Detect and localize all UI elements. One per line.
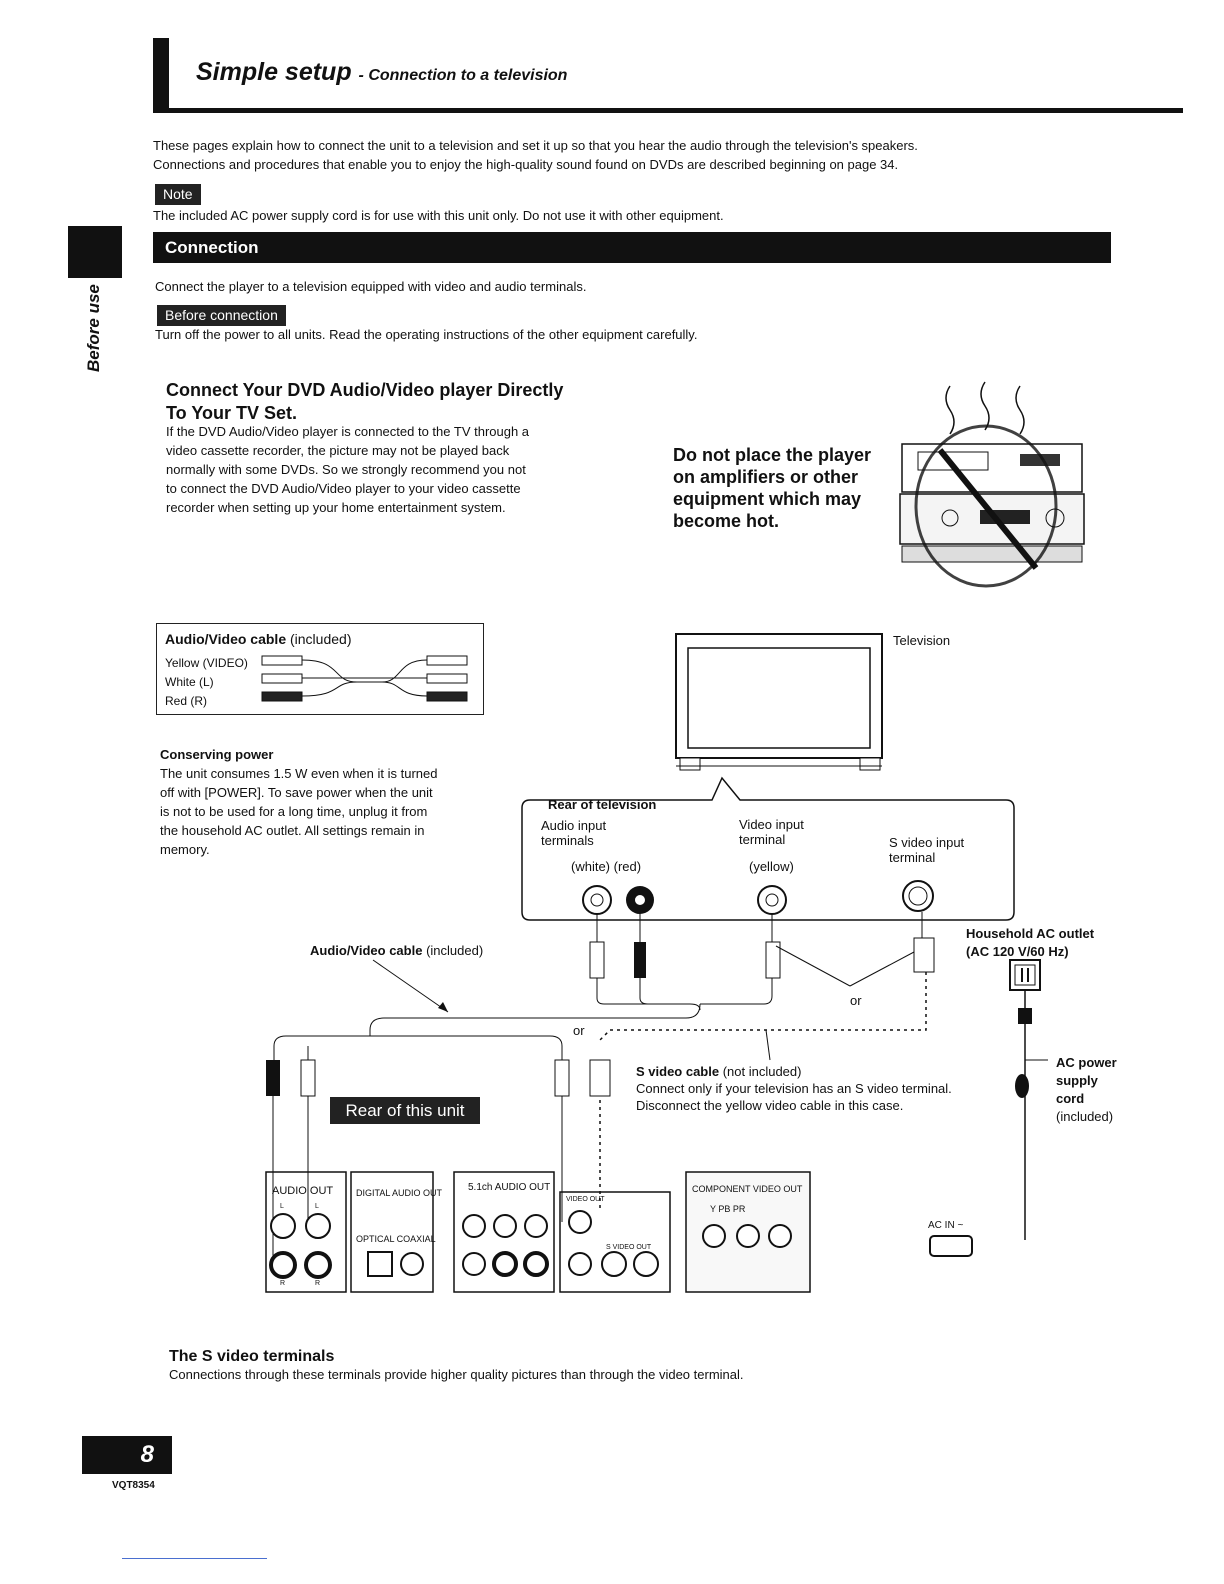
panel-ypbpr: Y PB PR [710, 1204, 746, 1214]
or-label-2: or [573, 1023, 585, 1038]
heat-warning-line: on amplifiers or other [673, 467, 859, 487]
av-cable-legend-title-bold: Audio/Video cable [165, 631, 287, 647]
note-text: The included AC power supply cord is for… [153, 208, 724, 223]
television-label: Television [893, 633, 951, 648]
panel-51ch: 5.1ch AUDIO OUT [468, 1182, 551, 1193]
panel-l-1: L [280, 1203, 284, 1210]
direct-body-line: If the DVD Audio/Video player is connect… [166, 424, 530, 439]
ac-power-line: AC power [1056, 1055, 1117, 1070]
video-input-line: terminal [739, 832, 786, 847]
side-block [68, 226, 122, 278]
before-connection-tag: Before connection [157, 305, 286, 326]
audio-input-label: Audio input terminals [541, 818, 606, 848]
conserving-line: is not to be used for a long time, unplu… [160, 804, 428, 819]
av-cable-drawing [261, 655, 468, 702]
svideo-note-2: Disconnect the yellow video cable in thi… [636, 1098, 904, 1113]
intro-line-2: Connections and procedures that enable y… [153, 157, 899, 172]
bottom-line [122, 1558, 267, 1559]
conserving-line: the household AC outlet. All settings re… [160, 823, 425, 838]
page-number: 8 [82, 1436, 172, 1474]
conserving-body: The unit consumes 1.5 W even when it is … [160, 764, 490, 859]
panel-acin: AC IN ~ [928, 1220, 964, 1231]
yellow-label: (yellow) [749, 859, 794, 874]
panel-digital: DIGITAL AUDIO OUT [356, 1188, 443, 1198]
heat-warning: Do not place the player on amplifiers or… [673, 444, 893, 532]
video-input-label: Video input terminal [739, 817, 804, 847]
heat-warning-line: equipment which may [673, 489, 862, 509]
av-cable-label: Audio/Video cable (included) [310, 943, 483, 958]
note-tag: Note [155, 184, 201, 205]
svideo-cable-bold: S video cable [636, 1064, 720, 1079]
svideo-input-line: S video input [889, 835, 965, 850]
ac-power-line: supply [1056, 1073, 1098, 1088]
connection-text: Connect the player to a television equip… [155, 279, 587, 294]
conserving-line: memory. [160, 842, 210, 857]
stacked-equipment-illustration [899, 381, 1085, 588]
rear-tv-label: Rear of television [548, 797, 657, 812]
direct-body-line: normally with some DVDs. So we strongly … [166, 462, 526, 477]
direct-heading-1: Connect Your DVD Audio/Video player Dire… [166, 380, 564, 400]
cable-row-white: White (L) [165, 675, 214, 689]
svideo-cable-rest: (not included) [719, 1064, 802, 1079]
svideo-cable-label: S video cable (not included) Connect onl… [636, 1063, 952, 1114]
intro-line-1: These pages explain how to connect the u… [153, 138, 918, 153]
panel-l-2: L [315, 1203, 319, 1210]
panel-r-2: R [315, 1280, 321, 1287]
page-title-main: Simple setup [196, 58, 352, 86]
audio-input-line: terminals [541, 833, 594, 848]
svideo-input-line: terminal [889, 850, 936, 865]
ac-power-label: AC power supply cord (included) [1056, 1054, 1117, 1126]
av-cable-legend-title: Audio/Video cable (included) [165, 631, 351, 647]
panel-svideo-out: S VIDEO OUT [606, 1244, 652, 1251]
av-cable-label-rest: (included) [422, 943, 484, 958]
rear-unit-tag: Rear of this unit [330, 1097, 480, 1124]
av-cable-label-bold: Audio/Video cable [310, 943, 423, 958]
direct-body: If the DVD Audio/Video player is connect… [166, 422, 606, 517]
cable-row-yellow: Yellow (VIDEO) [165, 656, 248, 670]
panel-r-1: R [280, 1280, 286, 1287]
ac-power-line: cord [1056, 1091, 1085, 1106]
before-connection-text: Turn off the power to all units. Read th… [155, 327, 698, 342]
household-ac-line: (AC 120 V/60 Hz) [966, 944, 1069, 959]
heat-warning-line: Do not place the player [673, 445, 872, 465]
document-code: VQT8354 [112, 1480, 155, 1491]
direct-body-line: to connect the DVD Audio/Video player to… [166, 481, 521, 496]
direct-heading-2: To Your TV Set. [166, 403, 298, 423]
av-cable-legend-title-rest: (included) [286, 631, 352, 647]
direct-body-line: video cassette recorder, the picture may… [166, 443, 510, 458]
video-input-line: Video input [739, 817, 804, 832]
svideo-note-1: Connect only if your television has an S… [636, 1081, 952, 1096]
household-ac-line: Household AC outlet [966, 926, 1095, 941]
connection-heading: Connection [153, 232, 1111, 263]
svideo-input-label: S video input terminal [889, 835, 964, 865]
cable-row-red: Red (R) [165, 694, 208, 708]
page-title: Simple setup - Connection to a televisio… [196, 58, 567, 87]
av-cable-legend: Audio/Video cable (included) Yellow (VID… [156, 623, 484, 715]
svideo-terminals-heading: The S video terminals [169, 1348, 335, 1365]
title-rule [153, 108, 1183, 113]
conserving-line: off with [POWER]. To save power when the… [160, 785, 433, 800]
panel-component: COMPONENT VIDEO OUT [692, 1184, 803, 1194]
direct-body-line: recorder when setting up your home enter… [166, 500, 506, 515]
title-bar-decoration [153, 38, 169, 112]
panel-optical: OPTICAL COAXIAL [356, 1234, 436, 1244]
household-ac-label: Household AC outlet (AC 120 V/60 Hz) [966, 925, 1094, 961]
heat-warning-line: become hot. [673, 511, 780, 531]
conserving-heading: Conserving power [160, 747, 274, 762]
white-red-label: (white) (red) [571, 859, 642, 874]
page-title-sub: - Connection to a television [358, 67, 568, 84]
audio-input-line: Audio input [541, 818, 607, 833]
ac-power-line: (included) [1056, 1109, 1114, 1124]
or-label-1: or [850, 993, 862, 1008]
conserving-line: The unit consumes 1.5 W even when it is … [160, 766, 438, 781]
panel-audio-out: AUDIO OUT [272, 1185, 334, 1197]
panel-video-out: VIDEO OUT [566, 1196, 605, 1203]
svideo-terminals-text: Connections through these terminals prov… [169, 1367, 744, 1382]
